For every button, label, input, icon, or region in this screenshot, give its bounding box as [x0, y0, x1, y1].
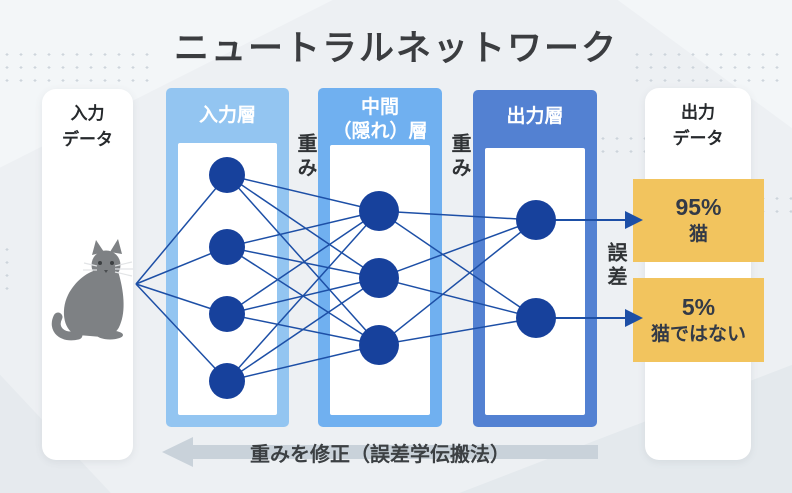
- weight-label-1: 重み: [294, 133, 316, 181]
- input-layer-node-area: [178, 143, 277, 415]
- feedback-arrow-head: [162, 437, 193, 467]
- cat-ear-left: [92, 240, 104, 255]
- output-data-label-line1: 出力: [681, 103, 715, 122]
- input-data-label-line2: データ: [62, 129, 113, 149]
- output-layer-title: 出力層: [506, 106, 564, 127]
- feedback-arrow-label: 重みを修正（誤差学伝搬法）: [250, 444, 510, 466]
- result-percent-not-cat: 5%: [681, 293, 716, 320]
- cat-eye-left: [98, 261, 102, 265]
- weight-label-2: 重み: [448, 133, 470, 181]
- cat-body-group: [51, 239, 133, 341]
- hidden-layer-title-line2: （隠れ）層: [332, 121, 428, 143]
- layer-panel-input: 入力層: [166, 88, 289, 427]
- input-data-label: 入力 データ: [42, 101, 133, 152]
- feedback-arrow-body: [192, 445, 598, 459]
- result-box-not-cat: 5% 猫ではない: [633, 278, 764, 362]
- cat-whiskers: [83, 261, 133, 277]
- output-data-card: 出力 データ: [645, 88, 751, 460]
- output-layer-node-area: [485, 148, 585, 415]
- page-title: ニュートラルネットワーク: [173, 29, 618, 68]
- layer-panel-hidden: 中間 （隠れ）層: [318, 88, 442, 427]
- cat-ear-right: [110, 239, 122, 254]
- output-data-label: 出力 データ: [645, 100, 751, 151]
- result-label-cat: 猫: [688, 224, 708, 246]
- dot-grid-left-edge: [0, 243, 18, 291]
- cat-head: [91, 250, 121, 280]
- input-data-card: 入力 データ: [42, 89, 133, 460]
- input-data-label-line1: 入力: [70, 104, 105, 123]
- output-data-label-line2: データ: [672, 128, 724, 148]
- cat-body: [63, 269, 124, 337]
- hidden-layer-title-line1: 中間: [360, 97, 399, 118]
- hidden-layer-title: 中間 （隠れ）層: [318, 88, 442, 145]
- cat-paw: [97, 330, 123, 340]
- dot-grid-mid-right: [596, 132, 650, 162]
- cat-illustration: [51, 239, 133, 341]
- error-label: 誤差: [604, 242, 626, 290]
- hidden-layer-node-area: [330, 145, 430, 415]
- input-layer-title: 入力層: [198, 105, 256, 126]
- cat-tail: [51, 312, 83, 341]
- result-percent-cat: 95%: [675, 194, 722, 221]
- cat-nose: [104, 270, 108, 273]
- cat-eye-right: [110, 261, 114, 265]
- result-box-cat: 95% 猫: [633, 179, 764, 262]
- layer-panel-output: 出力層: [473, 90, 597, 427]
- result-label-not-cat: 猫ではない: [650, 323, 746, 345]
